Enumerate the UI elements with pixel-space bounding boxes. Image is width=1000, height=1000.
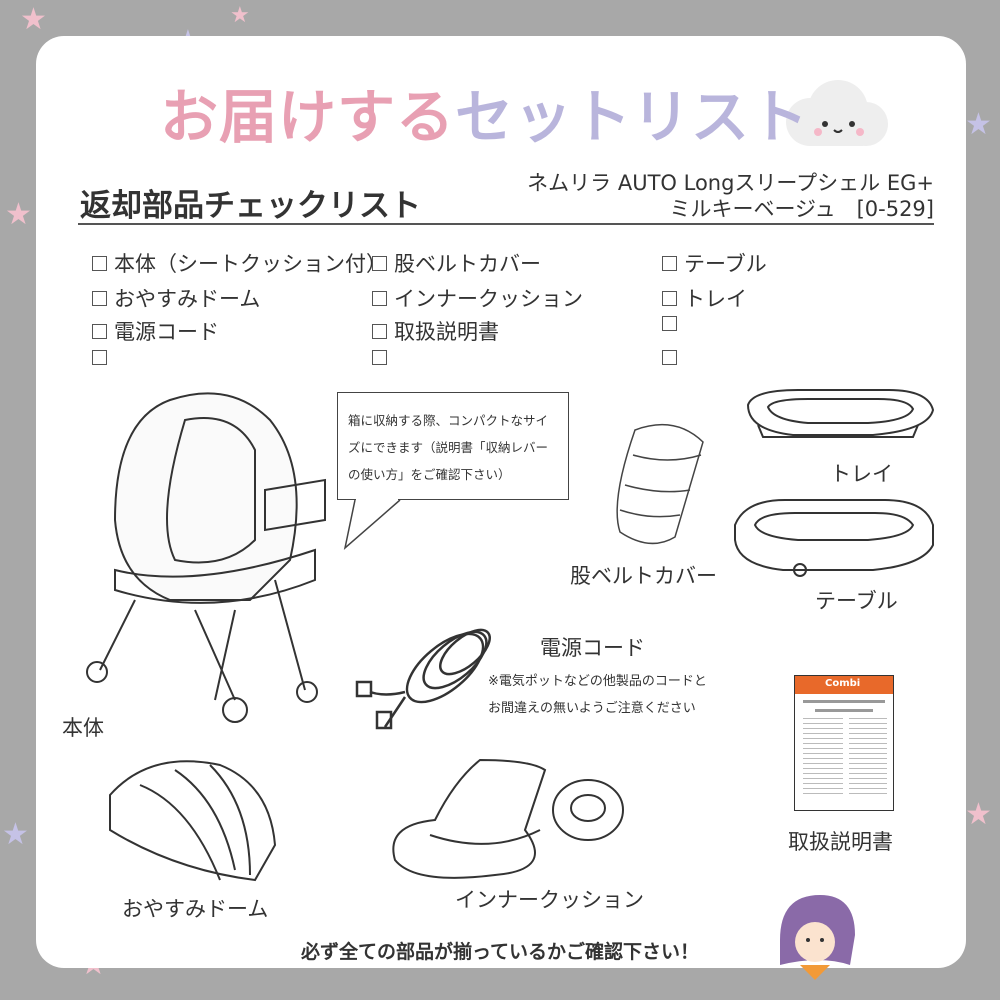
tray-illustration [746, 389, 935, 438]
manual-brand: Combi [795, 676, 893, 694]
checklist-item[interactable]: インナークッション [372, 283, 583, 313]
part-label-dome: おやすみドーム [122, 897, 269, 921]
checkbox[interactable] [662, 255, 677, 271]
cloud-icon [786, 80, 888, 146]
title-part: お届けする [160, 83, 456, 151]
checklist-item-label: テーブル [684, 252, 767, 276]
storage-tip-bubble: 箱に収納する際、コンパクトなサイズにできます（説明書「収納レバーの使い方」をご確… [337, 392, 569, 500]
checklist-item-label: 本体（シートクッション付） [114, 252, 387, 276]
checklist-item-label: インナークッション [394, 287, 583, 311]
star-icon: ★ [230, 3, 250, 28]
checklist-item[interactable]: テーブル [662, 248, 767, 278]
checklist-item[interactable]: 本体（シートクッション付） [92, 248, 387, 278]
part-label-table: テーブル [815, 589, 898, 613]
checkbox[interactable] [92, 350, 107, 365]
star-icon: ★ [5, 197, 32, 232]
product-line: ネムリラ AUTO Longスリープシェル EG+ [527, 171, 934, 195]
checklist-item[interactable] [662, 350, 684, 365]
note-line: ※電気ポットなどの他製品のコードと [488, 674, 707, 689]
mascot-illustration [780, 895, 855, 980]
part-label-body: 本体 [62, 716, 104, 740]
seat-cushion-illustration [552, 779, 624, 841]
star-icon: ★ [20, 2, 47, 37]
divider [78, 223, 934, 225]
inner-cushion-illustration [392, 758, 547, 879]
product-name: ネムリラ AUTO Longスリープシェル EG+ミルキーベージュ [0-529… [527, 170, 934, 222]
note-line: お間違えの無いようご注意ください [488, 701, 696, 716]
checkbox[interactable] [662, 316, 677, 331]
checklist-item[interactable]: 電源コード [92, 316, 219, 346]
checklist-item[interactable] [372, 350, 394, 365]
checkbox[interactable] [92, 290, 107, 306]
star-icon: ★ [965, 107, 992, 142]
crotch-belt-cover-illustration [616, 423, 704, 545]
star-icon: ★ [965, 797, 992, 832]
footer-notice: 必ず全ての部品が揃っているかご確認下さい！ [300, 941, 700, 963]
page-title: お届けするセットリスト [160, 70, 809, 154]
part-label-crotch: 股ベルトカバー [570, 564, 717, 588]
power-cord-illustration [355, 628, 491, 730]
checkbox[interactable] [372, 290, 387, 306]
checkbox[interactable] [662, 290, 677, 306]
checklist-heading: 返却部品チェックリスト [80, 188, 421, 224]
part-label-cord: 電源コード [540, 636, 645, 660]
cord-note: ※電気ポットなどの他製品のコードとお間違えの無いようご注意ください [488, 668, 707, 722]
checklist-item[interactable]: 股ベルトカバー [372, 248, 541, 278]
manual-illustration: Combi [794, 675, 894, 811]
table-illustration [734, 499, 934, 577]
checkbox[interactable] [372, 255, 387, 271]
sleep-dome-illustration [109, 760, 277, 882]
part-label-manual: 取扱説明書 [788, 830, 893, 854]
product-color-code: ミルキーベージュ [0-529] [669, 197, 934, 221]
checkbox[interactable] [662, 350, 677, 365]
checkbox[interactable] [92, 255, 107, 271]
part-label-tray: トレイ [830, 462, 893, 486]
title-part: セットリスト [455, 83, 810, 151]
checklist-item[interactable] [92, 350, 114, 365]
checkbox[interactable] [92, 323, 107, 339]
checklist-item-label: トレイ [684, 287, 747, 311]
checklist-item[interactable]: トレイ [662, 283, 747, 313]
bouncer-illustration [86, 392, 326, 723]
bubble-tail [343, 496, 401, 551]
part-label-cushion: インナークッション [455, 888, 644, 912]
checklist-item[interactable]: 取扱説明書 [372, 316, 499, 346]
checkbox[interactable] [372, 350, 387, 365]
checklist-item-label: 取扱説明書 [394, 320, 499, 344]
checklist-item-label: おやすみドーム [114, 287, 261, 311]
star-icon: ★ [2, 817, 29, 852]
checklist-item[interactable]: おやすみドーム [92, 283, 260, 313]
checklist-item-label: 電源コード [114, 320, 219, 344]
checklist-item-label: 股ベルトカバー [394, 252, 541, 276]
checklist-item[interactable] [662, 316, 684, 331]
checkbox[interactable] [372, 323, 387, 339]
